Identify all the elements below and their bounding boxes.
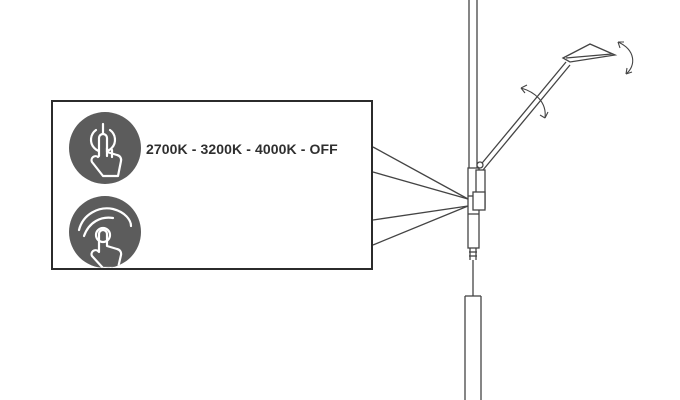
- touch-power-icon: [69, 112, 141, 184]
- color-temperature-cycle-label: 2700K - 3200K - 4000K - OFF: [146, 141, 338, 157]
- control-callout-box: 2700K - 3200K - 4000K - OFF: [51, 100, 373, 270]
- swipe-dimming-icon: [69, 196, 141, 268]
